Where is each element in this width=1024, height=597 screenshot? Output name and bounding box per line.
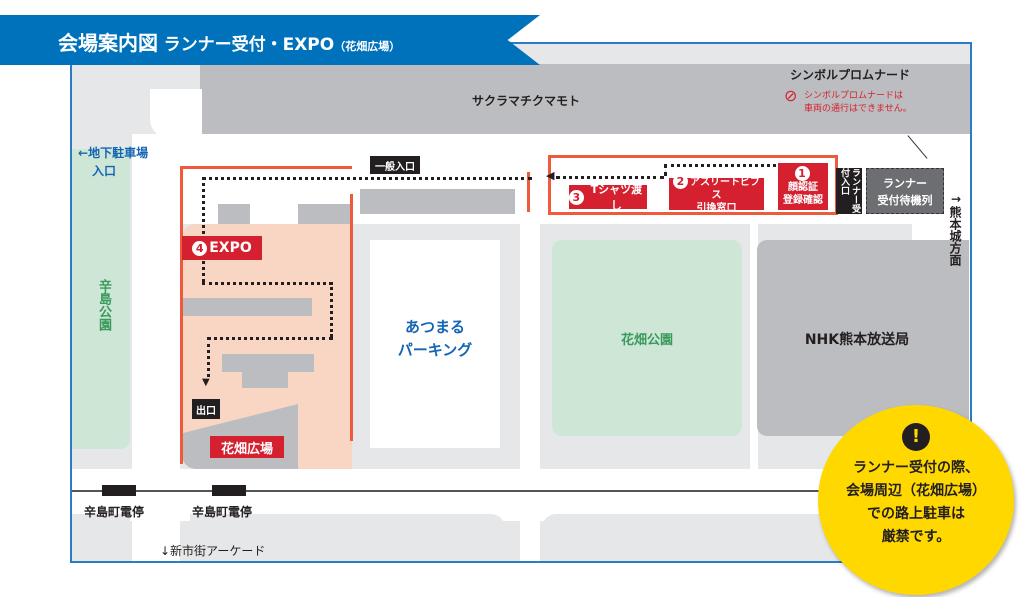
- venue-map: あつまるパーキング 花畑公園 NHK熊本放送局 辛島町電停 辛島町電停 ↓新市街…: [70, 42, 972, 563]
- tram-stop-label: 辛島町電停: [192, 505, 253, 519]
- exclamation-icon: !: [902, 423, 930, 451]
- no-entry-icon: ⊘: [784, 86, 798, 105]
- exit-label: 出口: [192, 399, 220, 419]
- route-outline: [350, 194, 353, 441]
- block: [190, 514, 505, 561]
- road: [750, 224, 758, 484]
- block: [72, 514, 130, 561]
- road: [250, 202, 298, 224]
- building: [222, 354, 314, 372]
- general-entrance-label: 一般入口: [370, 156, 420, 174]
- tram-stop-marker: [102, 485, 136, 496]
- arrow-left-icon: ◀: [546, 169, 555, 182]
- tram-stop-label: 辛島町電停: [84, 505, 145, 519]
- karashima-park-label: 辛島公園: [96, 279, 111, 331]
- tram-line: [72, 490, 970, 492]
- walking-path: [207, 337, 210, 377]
- building: [242, 372, 288, 388]
- parking-warning: ! ランナー受付の際、会場周辺（花畑広場）での路上駐車は厳禁です。: [818, 405, 1014, 595]
- building: [360, 189, 515, 214]
- kumamoto-castle-direction: →熊本城方面: [948, 192, 962, 266]
- banner-title: 会場案内図 ランナー受付・EXPO（花畑広場）: [58, 31, 401, 55]
- runner-entrance-label: ランナー受付入口: [836, 168, 862, 214]
- title-banner: [0, 15, 540, 65]
- hanabata-park: [552, 240, 742, 436]
- atsumaru-label: あつまるパーキング: [397, 318, 473, 359]
- walking-path: [207, 337, 333, 340]
- route-outline: [180, 166, 352, 464]
- road: [150, 89, 202, 139]
- sakuramachi-label: サクラマチクマモト: [472, 94, 581, 108]
- arrow-down-icon: ▼: [202, 377, 210, 388]
- promenade-notice: シンボルプロムナードは車両の通行はできません。: [804, 91, 912, 114]
- walking-path: [202, 177, 532, 180]
- tram-stop-marker: [212, 485, 246, 496]
- underground-parking-entrance: ←地下駐車場入口: [78, 146, 149, 178]
- promenade-label: シンボルプロムナード: [790, 68, 911, 82]
- walking-path: [330, 282, 333, 337]
- runner-queue: ランナー受付待機列: [866, 168, 944, 214]
- hanabata-park-label: 花畑公園: [620, 333, 673, 348]
- nhk-building: [757, 240, 969, 436]
- walking-path: [202, 282, 332, 285]
- walking-path: [664, 164, 776, 167]
- walking-path: [202, 177, 205, 282]
- sakuramachi-building: [200, 64, 970, 137]
- atsumaru-inner: [370, 240, 500, 448]
- arcade-direction: ↓新市街アーケード: [160, 544, 266, 558]
- walking-path: [664, 164, 667, 176]
- route-outline: [352, 172, 530, 212]
- karashima-park: [72, 149, 130, 449]
- walking-path: [556, 176, 664, 179]
- road: [520, 224, 540, 561]
- hanabata-plaza-label: 花畑広場: [210, 436, 284, 458]
- nhk-label: NHK熊本放送局: [804, 332, 910, 348]
- building: [182, 298, 312, 316]
